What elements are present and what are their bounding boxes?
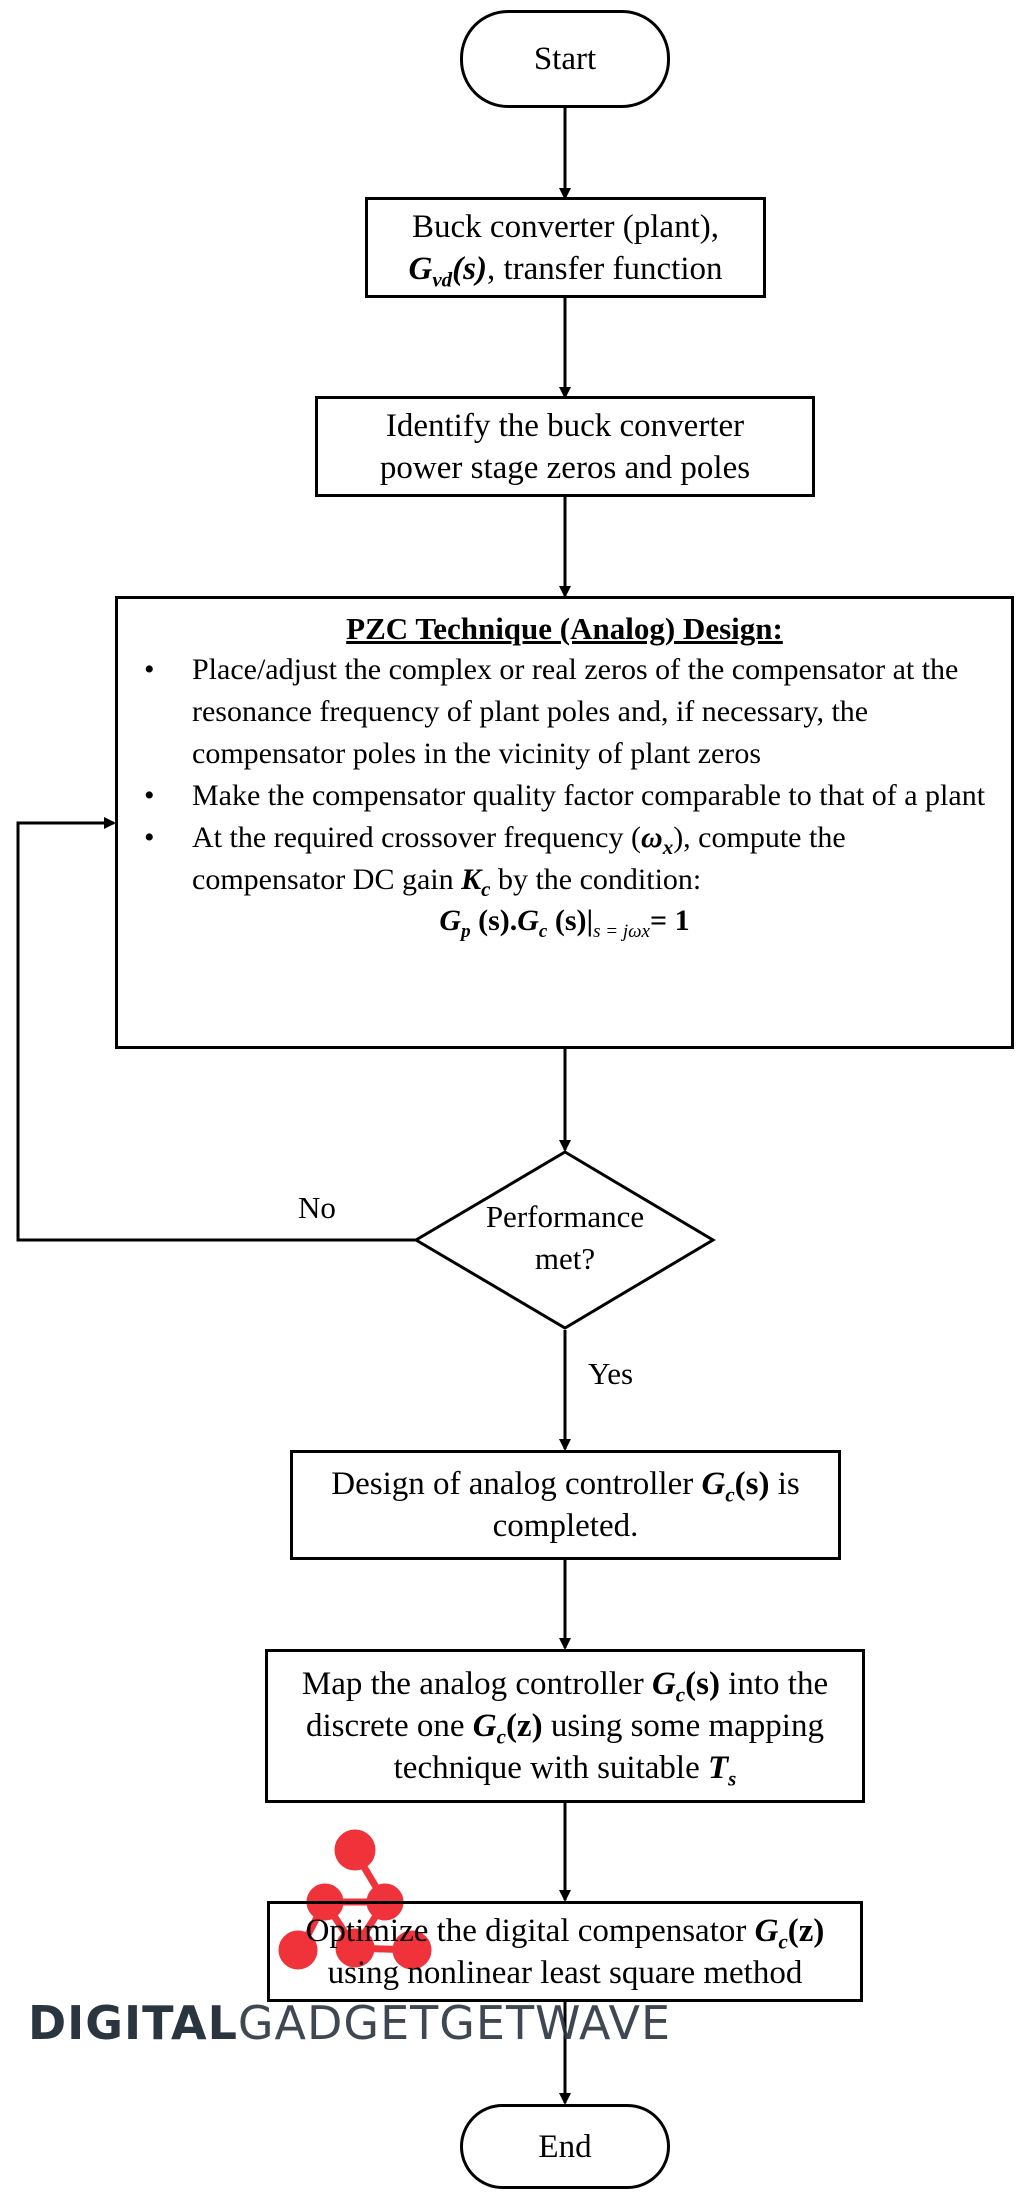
pzc-bullet-2: •Make the compensator quality factor com… (144, 779, 986, 812)
pzc-title: PZC Technique (Analog) Design: (346, 611, 783, 646)
end-label: End (538, 2128, 592, 2165)
pzc-bullet-2-text: Make the compensator quality factor comp… (192, 779, 986, 812)
yes-label: Yes (588, 1356, 634, 1391)
plant-symbol: G (408, 250, 433, 287)
arrow-no-loop (16, 817, 416, 1242)
watermark-text: DIGITALGADGETGETWAVE (28, 1996, 671, 2050)
identify-box: Identify the buck converter power stage … (315, 396, 815, 497)
plant-line2: Gvd(s), transfer function (409, 248, 723, 290)
start-terminal: Start (460, 10, 670, 108)
map-controller-box: Map the analog controller Gc(s) into the… (265, 1649, 865, 1803)
pzc-bullet-1: •Place/adjust the complex or real zeros … (144, 653, 959, 770)
watermark-light: GADGETGETWAVE (237, 1996, 672, 2050)
decision-label: Performance met? (485, 1199, 645, 1276)
pzc-bullet-1-text: Place/adjust the complex or real zeros o… (192, 653, 959, 770)
plant-symbol-sub: vd (432, 267, 453, 292)
analog-done-box: Design of analog controller Gc(s) is com… (290, 1450, 841, 1560)
end-terminal: End (460, 2104, 670, 2189)
optimize-box: Optimize the digital compensator Gc(z) u… (267, 1901, 863, 2002)
plant-symbol-arg: (s) (452, 250, 487, 287)
identify-line2: power stage zeros and poles (379, 449, 751, 486)
no-label: No (298, 1190, 336, 1225)
decision-diamond (413, 1150, 716, 1330)
pzc-bullet-list: •Place/adjust the complex or real zeros … (130, 649, 999, 901)
start-label: Start (533, 41, 597, 77)
plant-box: Buck converter (plant), Gvd(s), transfer… (365, 197, 766, 298)
pzc-bullet-3: •At the required crossover frequency (ωx… (144, 821, 846, 901)
plant-rest: , transfer function (487, 250, 723, 287)
pzc-equation: Gp (s).Gc (s)|s = jωx= 1 (439, 904, 690, 942)
pzc-design-box: PZC Technique (Analog) Design: •Place/ad… (115, 596, 1014, 1049)
identify-line1: Identify the buck converter (385, 407, 745, 444)
plant-line1: Buck converter (plant), (412, 208, 719, 245)
watermark-bold: DIGITAL (28, 1996, 238, 2050)
